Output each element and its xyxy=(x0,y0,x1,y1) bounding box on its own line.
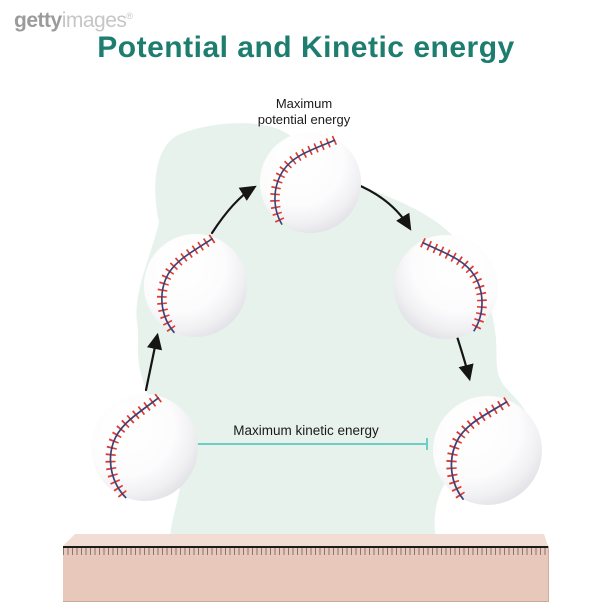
max-potential-energy-label: Maximum potential energy xyxy=(224,96,384,128)
baseball-ground-left-icon xyxy=(82,385,207,510)
ground-top-face xyxy=(63,534,548,546)
baseball-top-icon xyxy=(253,125,368,240)
baseball-body xyxy=(393,234,499,340)
ground-front-face xyxy=(63,546,549,602)
max-potential-line2: potential energy xyxy=(257,112,351,127)
watermark-brand-light: images xyxy=(61,9,127,32)
baseball-seam xyxy=(156,234,216,336)
baseball-body xyxy=(143,233,248,338)
getty-watermark: gettyimages® xyxy=(14,9,133,33)
baseball-body xyxy=(259,131,362,234)
baseball-seam xyxy=(420,237,487,334)
max-potential-line1: Maximum xyxy=(275,96,333,111)
watermark-brand-bold: getty xyxy=(14,9,62,32)
ruler-tick-marks xyxy=(63,548,548,555)
blob-shape xyxy=(136,123,532,538)
registered-mark-icon: ® xyxy=(126,11,133,21)
baseball-ground-right-icon xyxy=(429,392,546,509)
baseball-falling-icon xyxy=(388,229,503,344)
baseball-body xyxy=(433,396,542,505)
baseball-body xyxy=(91,394,198,501)
arrow-up-right-icon xyxy=(210,185,257,235)
baseball-rising-icon xyxy=(138,228,252,342)
arrow-up-icon xyxy=(144,332,163,392)
baseball-seam xyxy=(446,397,511,503)
max-kinetic-energy-label: Maximum kinetic energy xyxy=(233,423,379,438)
measurement-line-icon xyxy=(189,438,428,450)
ruler-edge-line xyxy=(63,546,548,548)
page-title: Potential and Kinetic energy xyxy=(97,31,515,64)
baseball-seam xyxy=(105,393,162,502)
baseball-seam xyxy=(270,135,338,228)
arrow-down-right-icon xyxy=(354,182,412,231)
